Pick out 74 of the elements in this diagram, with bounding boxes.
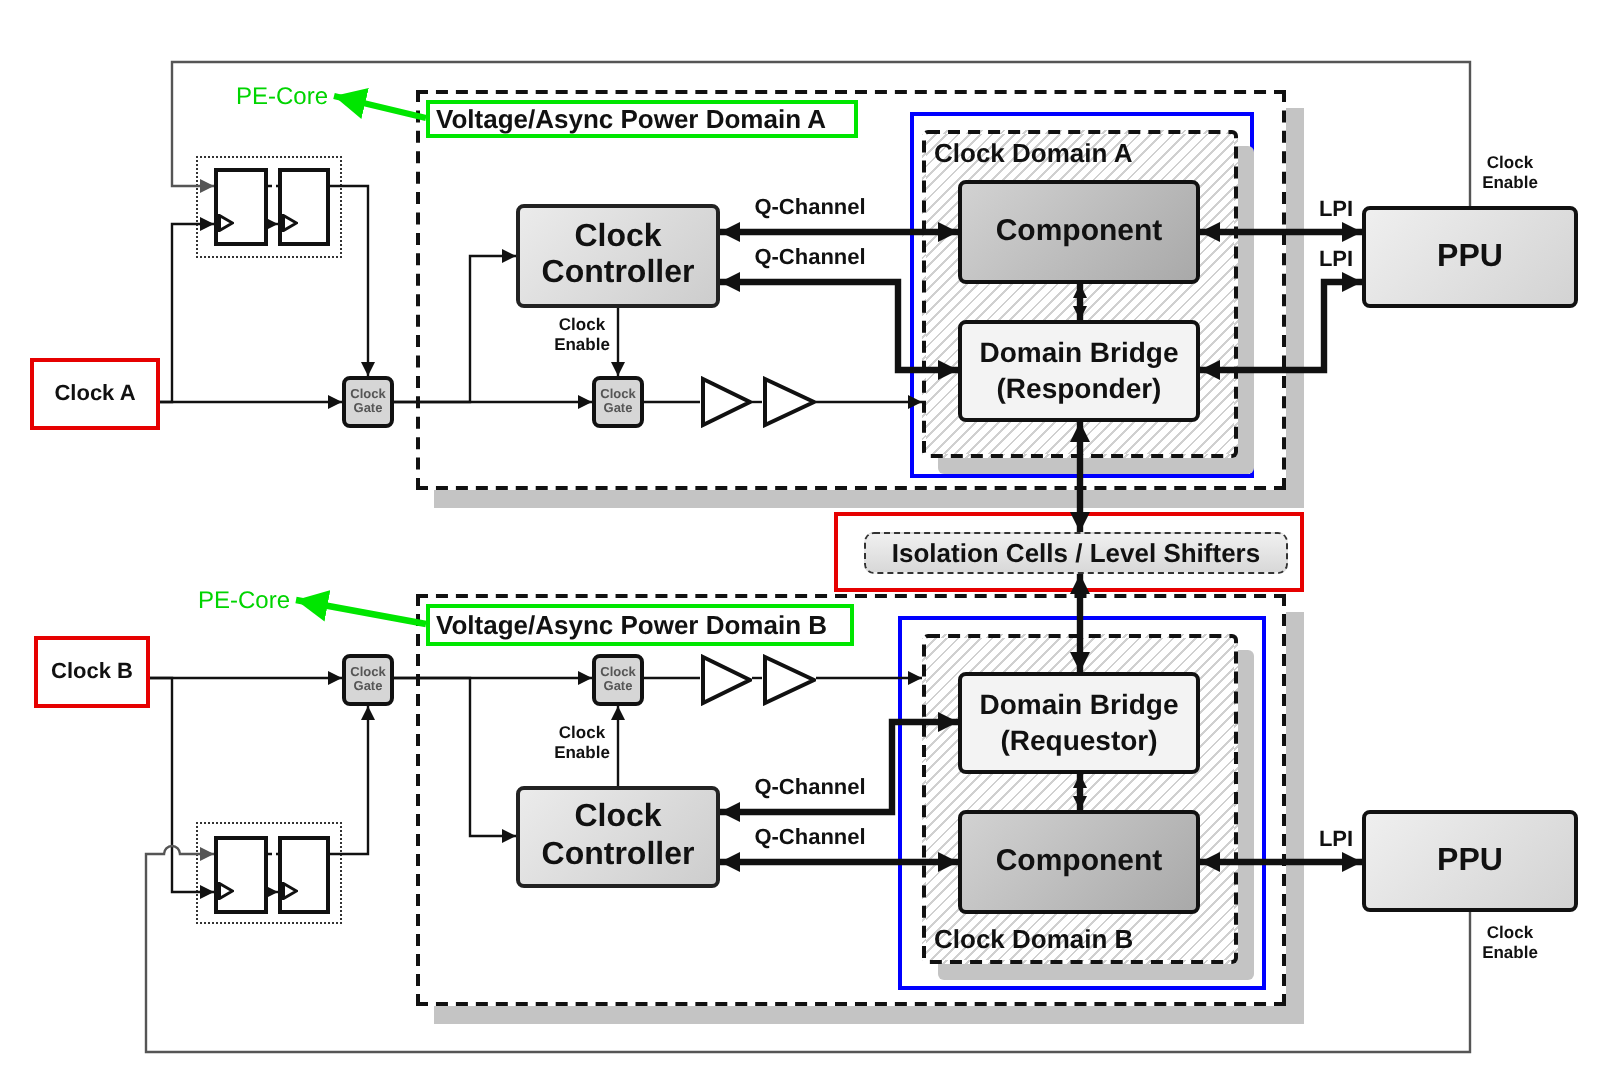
connector-line bbox=[268, 852, 278, 856]
connector-line bbox=[752, 676, 762, 680]
edge-label: Clock Enable bbox=[1480, 154, 1540, 194]
edge-label: Q-Channel bbox=[752, 826, 868, 852]
double-arrow bbox=[720, 222, 958, 242]
arrow bbox=[611, 706, 625, 786]
buffer-triangle bbox=[762, 376, 816, 428]
controller-box: Clock Controller bbox=[516, 204, 720, 308]
double-arrow bbox=[1073, 284, 1087, 320]
flip-flop-box bbox=[214, 836, 268, 914]
highlight-frame bbox=[910, 112, 1254, 478]
edge-label: Clock Enable bbox=[552, 724, 612, 764]
arrow bbox=[816, 671, 922, 685]
buffer-triangle bbox=[762, 654, 816, 706]
synchronizer-box bbox=[196, 156, 342, 258]
connector-line bbox=[752, 400, 762, 404]
arrow bbox=[330, 184, 375, 376]
connector-line bbox=[268, 184, 278, 188]
connector-line bbox=[644, 676, 700, 680]
isolation-box: Isolation Cells / Level Shifters bbox=[864, 532, 1288, 574]
bridge-box: Domain Bridge (Requestor) bbox=[958, 672, 1200, 774]
arrow bbox=[264, 885, 278, 899]
buffer-triangle bbox=[700, 376, 752, 428]
highlight-frame bbox=[898, 616, 1266, 990]
double-arrow bbox=[720, 272, 958, 380]
core-label: PE-Core bbox=[192, 584, 296, 616]
arrow bbox=[150, 676, 214, 899]
edge-label: Q-Channel bbox=[752, 196, 868, 222]
ppu-box: PPU bbox=[1362, 810, 1578, 912]
edge-label: LPI bbox=[1316, 828, 1356, 854]
domain-title: Clock Domain A bbox=[934, 140, 1133, 166]
edge-label: Q-Channel bbox=[752, 246, 868, 272]
flip-flop-box bbox=[278, 168, 330, 246]
double-arrow bbox=[1200, 222, 1362, 242]
double-arrow bbox=[720, 712, 958, 822]
domain-label: Voltage/Async Power Domain A bbox=[426, 100, 858, 138]
connector-line bbox=[644, 400, 700, 404]
arrow bbox=[160, 395, 342, 409]
edge-label: LPI bbox=[1316, 198, 1356, 224]
ppu-box: PPU bbox=[1362, 206, 1578, 308]
double-arrow bbox=[1073, 774, 1087, 810]
bridge-box: Domain Bridge (Responder) bbox=[958, 320, 1200, 422]
double-arrow bbox=[1200, 852, 1362, 872]
highlight-frame bbox=[834, 512, 1304, 592]
arrow bbox=[330, 706, 375, 856]
flip-flop-box bbox=[278, 836, 330, 914]
component-box: Component bbox=[958, 180, 1200, 284]
arrow bbox=[394, 395, 592, 409]
flip-flop-box bbox=[214, 168, 268, 246]
arrow bbox=[394, 676, 516, 843]
component-box: Component bbox=[958, 810, 1200, 914]
edge-label: Q-Channel bbox=[752, 776, 868, 802]
domain-label: Voltage/Async Power Domain B bbox=[426, 604, 854, 646]
arrow bbox=[611, 308, 625, 376]
arrow bbox=[264, 217, 278, 231]
arrow bbox=[295, 590, 427, 628]
clock-source-box: Clock B bbox=[34, 636, 150, 708]
edge-label: LPI bbox=[1316, 248, 1356, 274]
controller-box: Clock Controller bbox=[516, 786, 720, 888]
buffer-triangle bbox=[700, 654, 752, 706]
double-arrow bbox=[1070, 422, 1090, 532]
double-arrow bbox=[1070, 574, 1090, 672]
arrow bbox=[816, 395, 922, 409]
core-label: PE-Core bbox=[230, 80, 334, 112]
double-arrow bbox=[720, 852, 958, 872]
synchronizer-box bbox=[196, 822, 342, 924]
double-arrow bbox=[1200, 272, 1362, 380]
domain-title: Clock Domain B bbox=[934, 926, 1134, 952]
edge-label: Clock Enable bbox=[552, 316, 612, 356]
clock-source-box: Clock A bbox=[30, 358, 160, 430]
edge-label: Clock Enable bbox=[1480, 924, 1540, 964]
arrow bbox=[333, 87, 427, 122]
arrow bbox=[144, 847, 1472, 1054]
arrow bbox=[170, 60, 1472, 206]
